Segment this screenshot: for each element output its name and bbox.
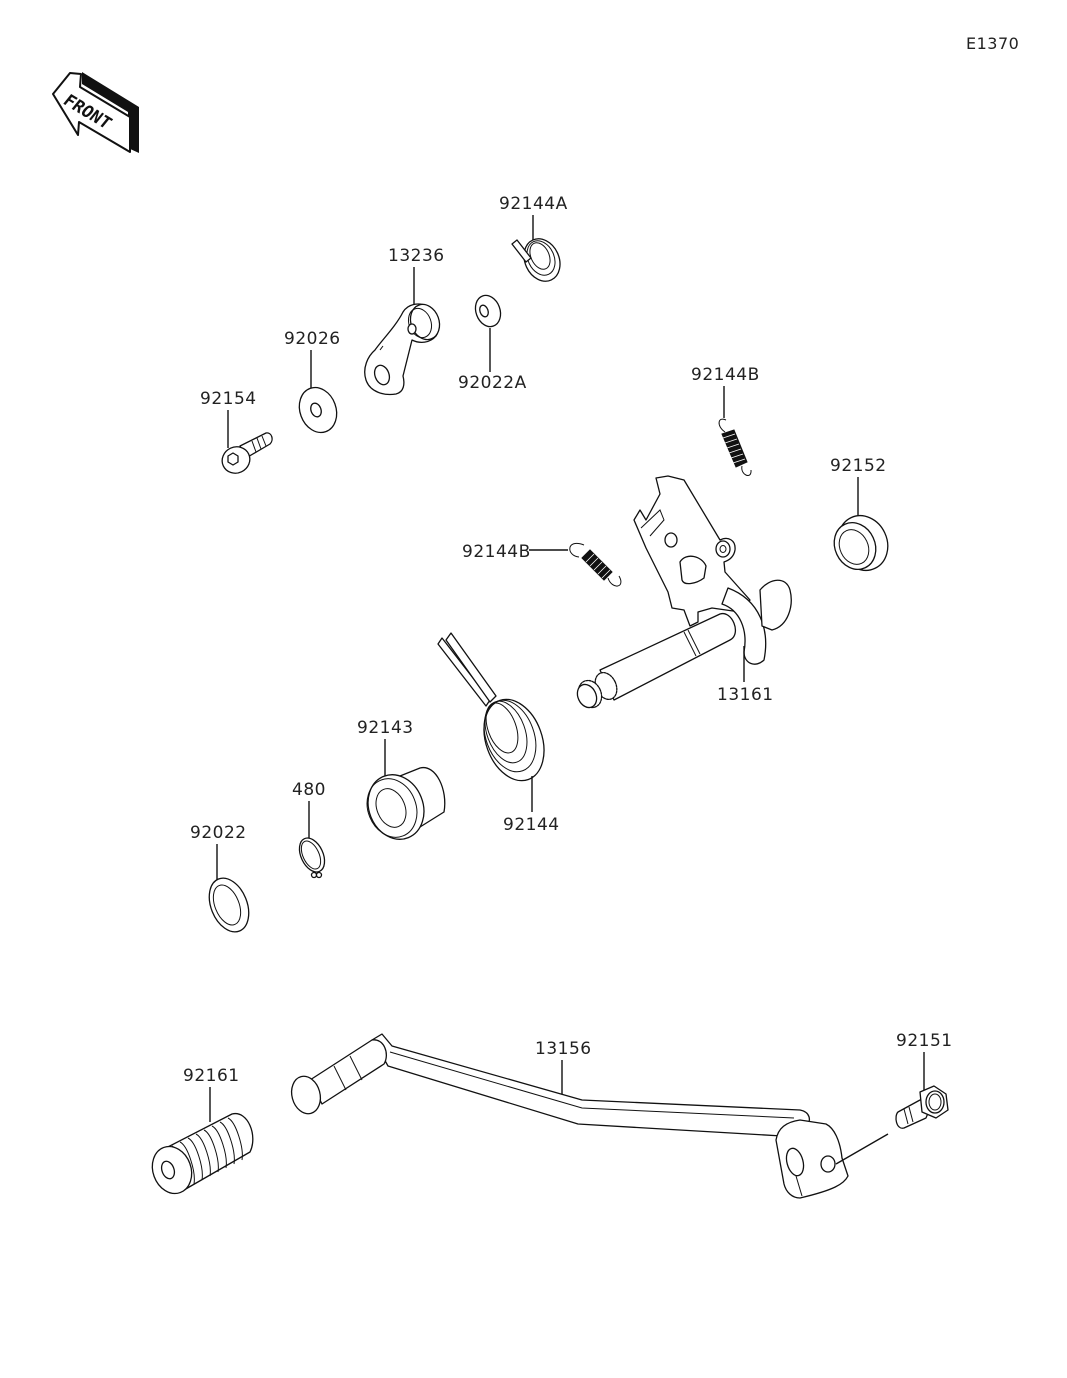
part-13161[interactable]: 13161: [574, 475, 792, 711]
part-label-13236: 13236: [388, 246, 445, 266]
part-label-92026: 92026: [284, 329, 341, 349]
part-label-92144B-upper: 92144B: [691, 365, 760, 385]
part-label-92144A: 92144A: [499, 194, 568, 214]
part-label-92144B-lower: 92144B: [462, 542, 531, 562]
part-92151[interactable]: 92151: [895, 1031, 953, 1129]
part-label-92154: 92154: [200, 389, 257, 409]
part-92144A[interactable]: 92144A: [499, 194, 568, 287]
part-label-92152: 92152: [830, 456, 887, 476]
part-92022[interactable]: 92022: [190, 823, 256, 938]
part-92144[interactable]: 92144: [437, 632, 560, 835]
part-label-92151: 92151: [896, 1031, 953, 1051]
part-92026[interactable]: 92026: [284, 329, 343, 438]
part-92154[interactable]: 92154: [200, 389, 273, 478]
part-92143[interactable]: 92143: [357, 718, 446, 848]
part-480[interactable]: 480: [292, 780, 330, 879]
part-label-92143: 92143: [357, 718, 414, 738]
part-label-92022A: 92022A: [458, 373, 527, 393]
part-label-92161: 92161: [183, 1066, 240, 1086]
part-13156[interactable]: 13156: [288, 1033, 889, 1199]
part-92152[interactable]: 92152: [827, 456, 897, 579]
part-92144B-lower[interactable]: 92144B: [462, 542, 622, 587]
reference-code: E1370: [966, 34, 1019, 53]
part-92144B-upper[interactable]: 92144B: [691, 365, 760, 476]
front-arrow-icon: FRONT: [52, 72, 139, 153]
part-13236[interactable]: 13236: [364, 246, 445, 396]
part-label-92022: 92022: [190, 823, 247, 843]
part-label-13156: 13156: [535, 1039, 592, 1059]
part-92161[interactable]: 92161: [146, 1066, 254, 1199]
part-92022A[interactable]: 92022A: [458, 292, 527, 393]
part-label-92144: 92144: [503, 815, 560, 835]
part-label-13161: 13161: [717, 685, 774, 705]
part-label-480: 480: [292, 780, 326, 800]
